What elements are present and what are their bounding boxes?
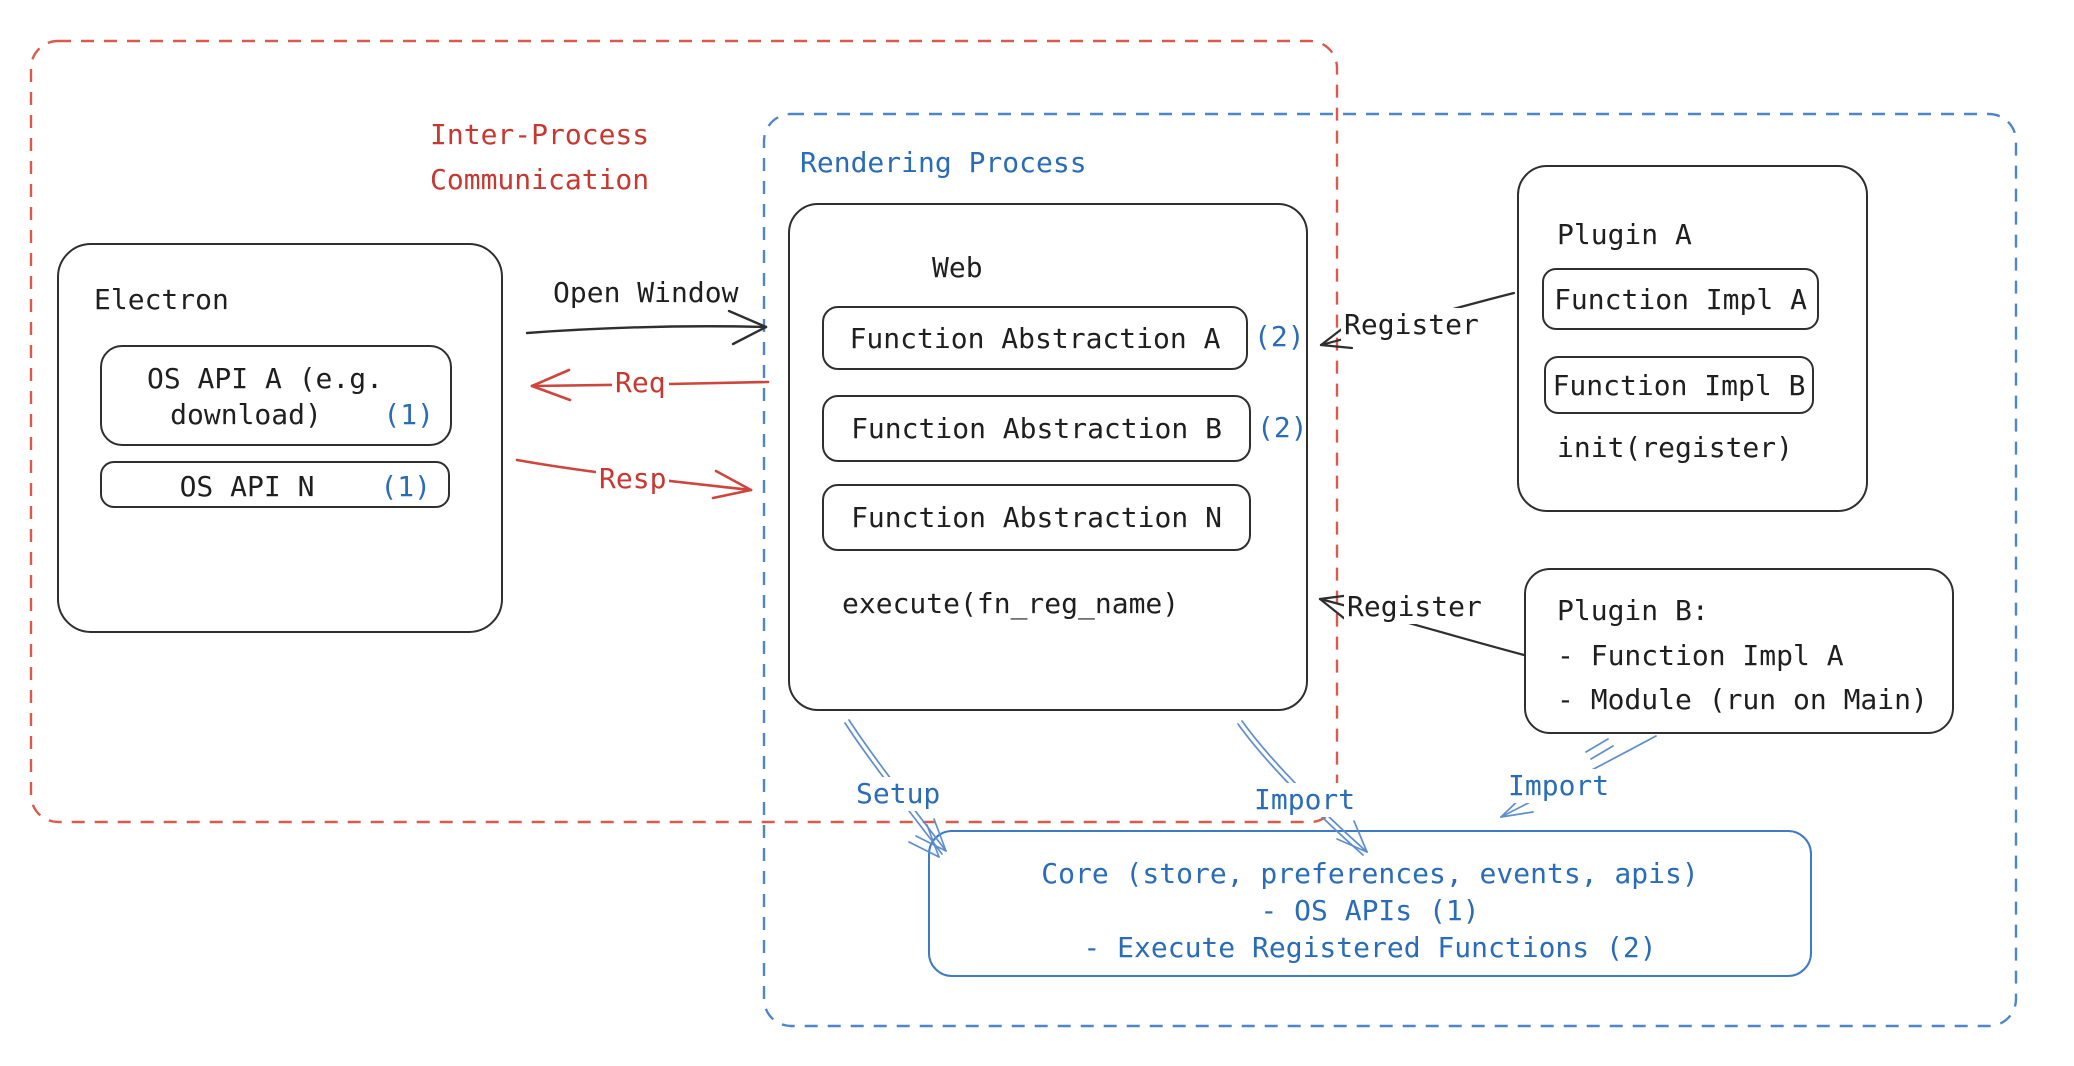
import-plugin-arrow-label: Import [1505,769,1613,803]
core-line-3: - Execute Registered Functions (2) [1083,931,1657,964]
register-bottom-arrow-label: Register [1344,590,1485,624]
plugin-a-title: Plugin A [1557,218,1692,251]
os-api-a-label-line2: download) [170,398,322,431]
function-abstraction-b-badge: (2) [1257,411,1308,444]
ipc-region-border [29,39,1339,824]
function-impl-a-node: Function Impl A [1542,268,1819,330]
plugin-a-init-label: init(register) [1557,431,1794,464]
electron-node: Electron OS API A (e.g. download) (1) OS… [57,243,503,633]
function-abstraction-n-label: Function Abstraction N [851,501,1222,534]
execute-label: execute(fn_reg_name) [842,587,1180,620]
function-abstraction-a-node: Function Abstraction A [822,306,1248,370]
os-api-n-label: OS API N [179,470,315,503]
function-abstraction-a-badge: (2) [1254,320,1305,353]
open-window-arrow-label: Open Window [553,276,739,309]
plugin-b-title: Plugin B: [1557,594,1709,627]
plugin-b-item-1: - Function Impl A [1557,639,1844,672]
os-api-n-node: OS API N (1) [100,461,450,508]
rendering-region-border [762,112,2018,1028]
function-impl-b-label: Function Impl B [1552,368,1806,402]
plugin-b-item-2: - Module (run on Main) [1557,683,1928,716]
web-title: Web [932,251,983,284]
import-web-arrow-label: Import [1251,783,1359,817]
setup-arrow-label: Setup [853,777,944,811]
function-abstraction-b-node: Function Abstraction B [822,395,1251,462]
function-abstraction-n-node: Function Abstraction N [822,484,1251,551]
rendering-region-title: Rendering Process [800,146,1087,179]
core-line-2: - OS APIs (1) [1260,894,1480,927]
ipc-region-title-line1: Inter-Process [430,118,650,151]
os-api-a-label-line1: OS API A (e.g. [146,362,383,395]
plugin-b-node: Plugin B: - Function Impl A - Module (ru… [1524,568,1954,734]
resp-arrow-label: Resp [596,462,670,496]
electron-title: Electron [94,283,229,316]
web-node: Web Function Abstraction A (2) Function … [788,203,1308,711]
os-api-n-badge: (1) [380,470,431,503]
function-abstraction-b-label: Function Abstraction B [851,412,1222,445]
os-api-a-badge: (1) [383,398,434,431]
plugin-a-node: Plugin A Function Impl A Function Impl B… [1517,165,1868,512]
core-node: Core (store, preferences, events, apis) … [928,830,1812,977]
register-top-arrow-label: Register [1341,308,1482,342]
os-api-a-node: OS API A (e.g. download) (1) [100,345,452,446]
ipc-region-title-line2: Communication [430,163,650,196]
function-impl-b-node: Function Impl B [1544,356,1814,414]
function-abstraction-a-label: Function Abstraction A [849,321,1221,355]
open-window-arrow [525,309,768,346]
req-arrow-label: Req [612,366,669,400]
core-line-1: Core (store, preferences, events, apis) [1041,857,1699,890]
function-impl-a-label: Function Impl A [1554,282,1807,316]
